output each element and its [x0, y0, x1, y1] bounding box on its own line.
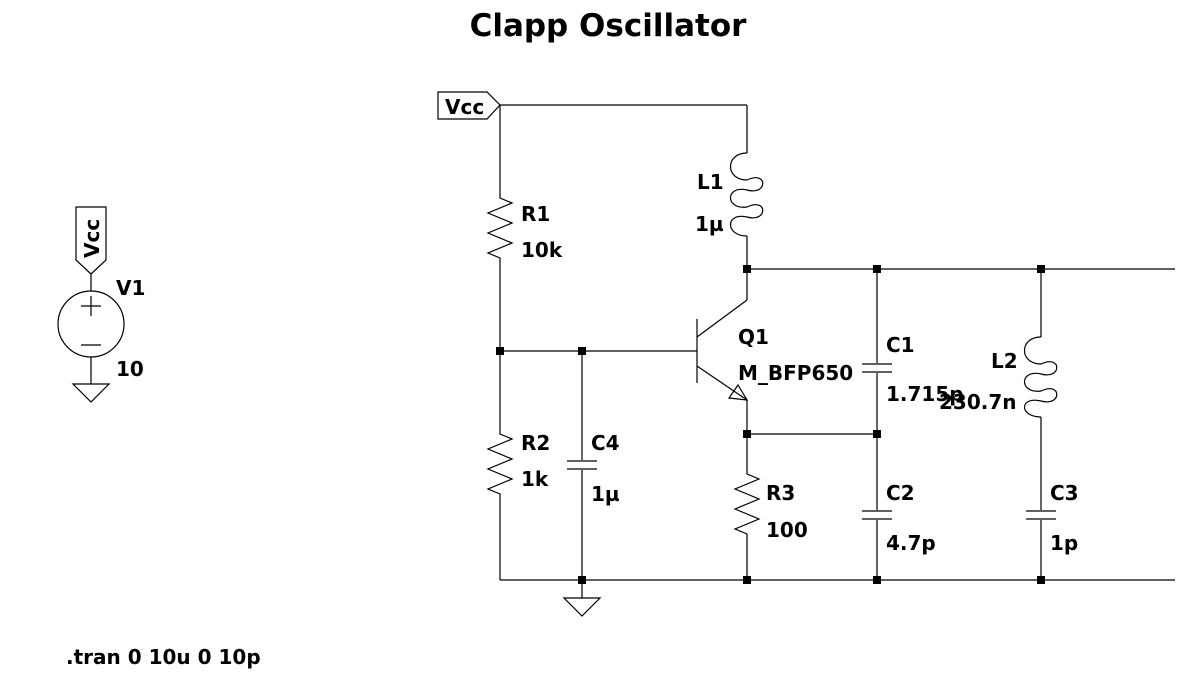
c2-name: C2 — [886, 481, 915, 505]
c1-value: 1.715p — [886, 382, 964, 406]
ground-icon — [562, 597, 602, 617]
voltage-source-v1[interactable] — [57, 290, 125, 358]
l1-value: 1µ — [695, 212, 724, 236]
resistor-r1[interactable] — [486, 188, 514, 270]
capacitor-c2[interactable] — [862, 510, 892, 520]
l1-name: L1 — [697, 170, 724, 194]
c1-name: C1 — [886, 333, 915, 357]
inductor-l1[interactable] — [730, 152, 764, 237]
v1-value: 10 — [116, 357, 144, 381]
resistor-r3[interactable] — [733, 465, 761, 545]
r3-value: 100 — [766, 518, 808, 542]
source-vcc-flag[interactable]: Vcc — [75, 206, 107, 275]
l2-name: L2 — [991, 349, 1018, 373]
r1-name: R1 — [521, 202, 550, 226]
spice-directive[interactable]: .tran 0 10u 0 10p — [66, 645, 261, 669]
l2-value: 230.7n — [939, 390, 1017, 414]
resistor-r2[interactable] — [486, 425, 514, 495]
r1-value: 10k — [521, 238, 563, 262]
c3-name: C3 — [1050, 481, 1079, 505]
capacitor-c4[interactable] — [567, 460, 597, 470]
r2-value: 1k — [521, 467, 549, 491]
c4-value: 1µ — [591, 482, 620, 506]
wires — [499, 104, 1175, 598]
q1-value: M_BFP650 — [738, 361, 853, 385]
capacitor-c3[interactable] — [1026, 510, 1056, 520]
junction-dots — [496, 265, 1045, 584]
q1-name: Q1 — [738, 325, 769, 349]
c2-value: 4.7p — [886, 531, 936, 555]
capacitor-c1[interactable] — [862, 363, 892, 373]
v1-name: V1 — [116, 276, 145, 300]
r3-name: R3 — [766, 481, 795, 505]
transistor-q1[interactable] — [696, 299, 749, 401]
ground-icon — [71, 383, 111, 403]
supply-vcc-flag[interactable]: Vcc — [437, 91, 501, 120]
inductor-l2[interactable] — [1024, 336, 1058, 418]
r2-name: R2 — [521, 431, 550, 455]
supply-vcc-label: Vcc — [445, 95, 484, 119]
source-vcc-flag-label: Vcc — [80, 219, 104, 258]
schematic-title: Clapp Oscillator — [470, 8, 748, 44]
c4-name: C4 — [591, 431, 620, 455]
c3-value: 1p — [1050, 531, 1078, 555]
